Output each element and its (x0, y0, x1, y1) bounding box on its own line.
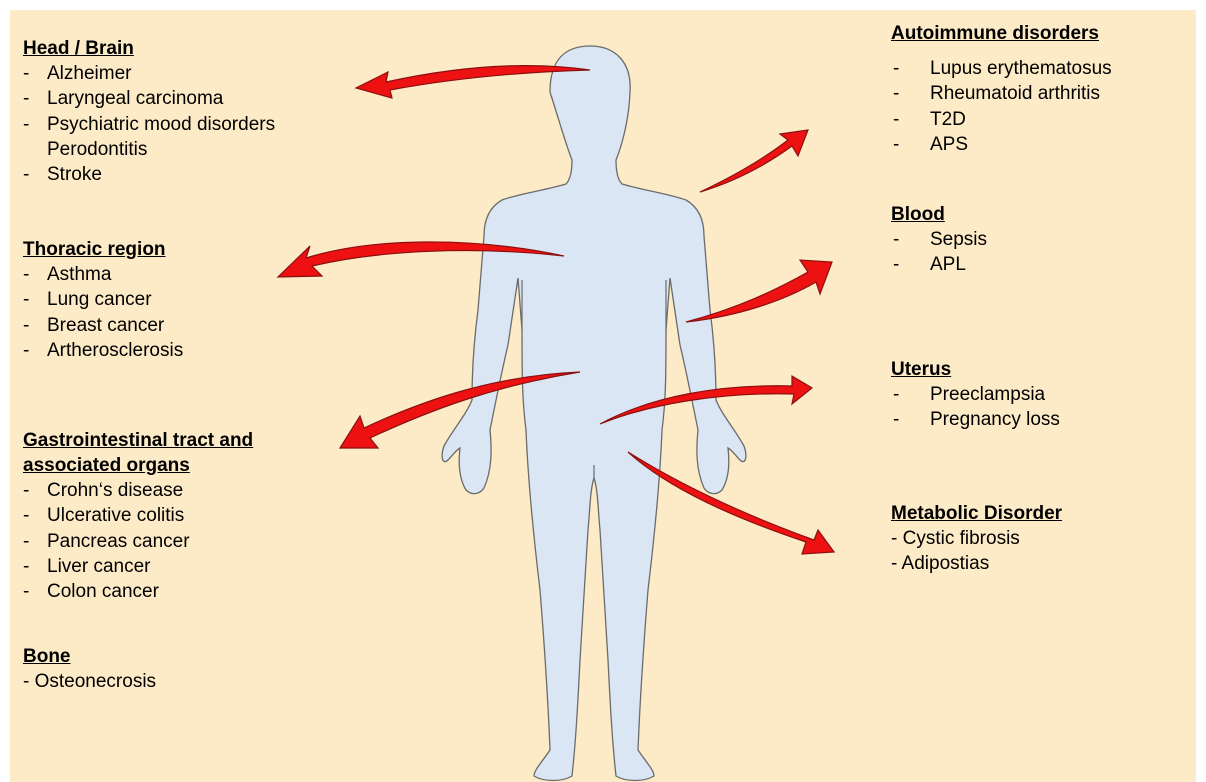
list-item: -Pancreas cancer (23, 529, 253, 554)
list-item: -Artherosclerosis (23, 338, 183, 363)
autoimmune-group: Autoimmune disorders -Lupus erythematosu… (891, 21, 1112, 157)
thoracic-region-list: -Asthma -Lung cancer -Breast cancer -Art… (23, 262, 183, 363)
list-item: -T2D (891, 107, 1112, 132)
list-item: -Psychiatric mood disorders (23, 112, 275, 137)
bone-list: - Osteonecrosis (23, 669, 156, 694)
list-item: -Breast cancer (23, 313, 183, 338)
list-item: -APS (891, 132, 1112, 157)
diagram-canvas: Head / Brain -Alzheimer -Laryngeal carci… (10, 10, 1196, 782)
list-item: -Liver cancer (23, 554, 253, 579)
blood-list: -Sepsis -APL (891, 227, 987, 278)
bone-group: Bone - Osteonecrosis (23, 644, 156, 694)
uterus-list: -Preeclampsia -Pregnancy loss (891, 382, 1060, 433)
head-brain-list: -Alzheimer -Laryngeal carcinoma -Psychia… (23, 61, 275, 187)
list-item: -Laryngeal carcinoma (23, 86, 275, 111)
gastrointestinal-title-line1: Gastrointestinal tract and (23, 428, 253, 453)
blood-group: Blood -Sepsis -APL (891, 202, 987, 278)
list-item: -Pregnancy loss (891, 407, 1060, 432)
list-item: - Osteonecrosis (23, 669, 156, 694)
list-item: -Stroke (23, 162, 275, 187)
list-item: -Lung cancer (23, 287, 183, 312)
metabolic-disorder-title: Metabolic Disorder (891, 501, 1062, 526)
list-item: -Sepsis (891, 227, 987, 252)
autoimmune-list: -Lupus erythematosus -Rheumatoid arthrit… (891, 56, 1112, 157)
thoracic-region-group: Thoracic region -Asthma -Lung cancer -Br… (23, 237, 183, 363)
bone-title: Bone (23, 644, 156, 669)
list-item: -APL (891, 252, 987, 277)
list-item: - Adipostias (891, 551, 1062, 576)
list-item: -Alzheimer (23, 61, 275, 86)
list-item: -Lupus erythematosus (891, 56, 1112, 81)
head-brain-title: Head / Brain (23, 36, 275, 61)
gastrointestinal-list: -Crohn‘s disease -Ulcerative colitis -Pa… (23, 478, 253, 604)
gastrointestinal-title-line2: associated organs (23, 453, 253, 478)
blood-title: Blood (891, 202, 987, 227)
uterus-group: Uterus -Preeclampsia -Pregnancy loss (891, 357, 1060, 433)
arrow-shoulder-to-autoimmune-group (700, 130, 808, 192)
thoracic-region-title: Thoracic region (23, 237, 183, 262)
autoimmune-title: Autoimmune disorders (891, 21, 1112, 46)
list-item: -Ulcerative colitis (23, 503, 253, 528)
uterus-title: Uterus (891, 357, 1060, 382)
list-item: -Crohn‘s disease (23, 478, 253, 503)
list-item: -Asthma (23, 262, 183, 287)
metabolic-disorder-list: - Cystic fibrosis - Adipostias (891, 526, 1062, 577)
gastrointestinal-group: Gastrointestinal tract and associated or… (23, 428, 253, 604)
human-body-silhouette (442, 46, 746, 781)
list-item: -Colon cancer (23, 579, 253, 604)
list-item: -Preeclampsia (891, 382, 1060, 407)
list-item: - Cystic fibrosis (891, 526, 1062, 551)
list-item: -Rheumatoid arthritis (891, 81, 1112, 106)
head-brain-group: Head / Brain -Alzheimer -Laryngeal carci… (23, 36, 275, 187)
metabolic-disorder-group: Metabolic Disorder - Cystic fibrosis - A… (891, 501, 1062, 577)
list-item: Perodontitis (23, 137, 275, 162)
